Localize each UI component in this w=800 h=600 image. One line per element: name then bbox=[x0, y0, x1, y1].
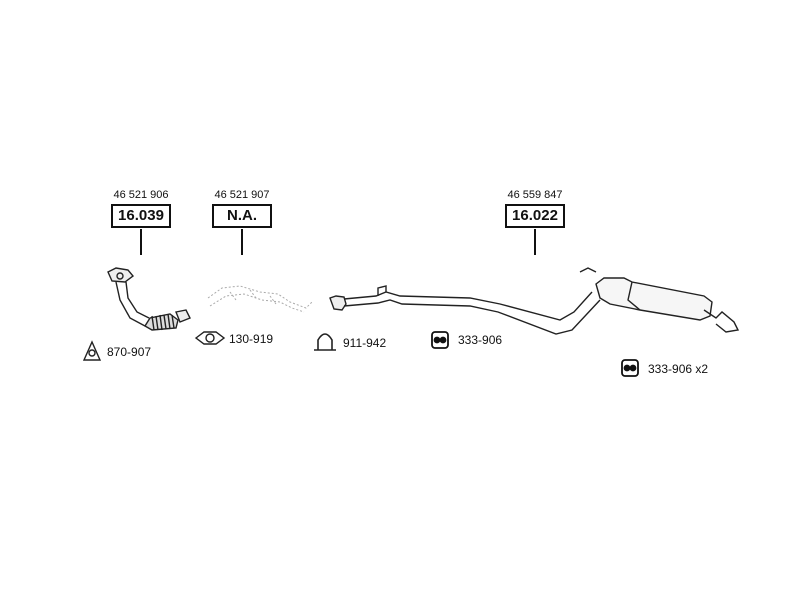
rubber-hanger-icon bbox=[431, 331, 449, 349]
part-number-front-pipe[interactable]: 16.039 bbox=[111, 204, 171, 228]
oem-number-rear: 46 559 847 bbox=[507, 189, 563, 201]
front-pipe-drawing bbox=[107, 267, 191, 331]
oem-number-intermediate: 46 521 907 bbox=[214, 189, 270, 201]
accessory-label[interactable]: 333-906 x2 bbox=[648, 362, 709, 376]
part-number-intermediate[interactable]: N.A. bbox=[212, 204, 272, 228]
rear-section-drawing bbox=[329, 267, 740, 335]
clamp-icon bbox=[314, 333, 336, 351]
accessory-label[interactable]: 870-907 bbox=[107, 345, 152, 359]
leader-line-intermediate bbox=[241, 229, 243, 255]
gasket-triangle-icon bbox=[82, 340, 102, 361]
part-number-rear[interactable]: 16.022 bbox=[505, 204, 565, 228]
accessory-label[interactable]: 333-906 bbox=[458, 333, 503, 347]
leader-line-front-pipe bbox=[140, 229, 142, 255]
accessory-label[interactable]: 911-942 bbox=[343, 336, 387, 350]
accessory-label[interactable]: 130-919 bbox=[229, 332, 274, 346]
flange-gasket-icon bbox=[194, 331, 226, 345]
rubber-hanger-icon bbox=[621, 359, 639, 377]
intermediate-pipe-drawing bbox=[207, 285, 313, 313]
leader-line-rear bbox=[534, 229, 536, 255]
oem-number-front-pipe: 46 521 906 bbox=[113, 189, 169, 201]
